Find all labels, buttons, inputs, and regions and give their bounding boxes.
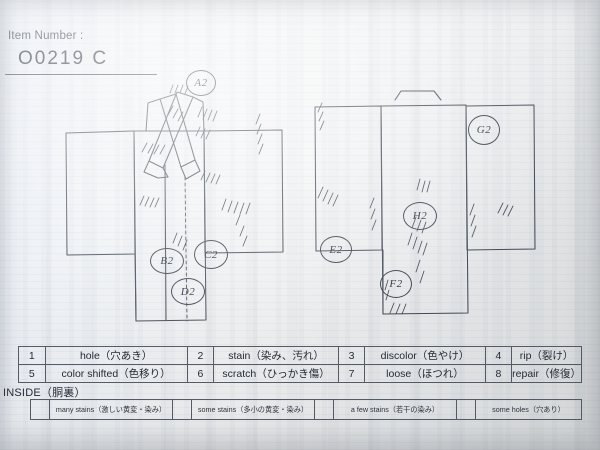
marker-e2-label: E2 [329,243,343,256]
legend-num-3: 3 [337,346,366,365]
legend-num-7: 7 [337,364,366,383]
marker-h2: H2 [403,202,437,230]
marker-f2: F2 [380,270,412,298]
inside-checkbox-2[interactable] [172,399,192,420]
legend-text-3: discolor（色やけ） [364,346,486,365]
legend-num-1: 1 [18,346,46,365]
marker-d2-label: D2 [180,285,196,298]
item-number-underline [5,74,157,76]
table-row: many stains（激しい黄変・染み） some stains（多小の黄変・… [30,399,582,420]
legend-num-6: 6 [186,364,215,383]
legend-num-8: 8 [484,364,513,383]
marker-d2: D2 [171,278,205,305]
legend-text-8: repair（修復） [511,364,582,383]
marker-g2-label: G2 [476,124,492,136]
legend-num-5: 5 [18,364,46,383]
inside-condition-table: many stains（激しい黄変・染み） some stains（多小の黄変・… [30,399,582,420]
marker-g2: G2 [468,115,500,145]
marker-a2: A2 [186,70,216,96]
marker-b2: B2 [150,248,184,274]
legend-num-2: 2 [186,346,215,365]
legend-text-1: hole（穴あき） [44,346,188,365]
damage-code-legend-table: 1 hole（穴あき） 2 stain（染み、汚れ） 3 discolor（色や… [18,346,582,383]
legend-text-4: rip（裂け） [511,346,582,365]
marker-b2-label: B2 [160,255,174,267]
legend-text-7: loose（ほつれ） [364,364,486,383]
marker-f2-label: F2 [389,278,403,290]
table-row: 1 hole（穴あき） 2 stain（染み、汚れ） 3 discolor（色や… [18,346,582,365]
item-number-value: O0219 C [18,48,109,69]
marker-h2-label: H2 [412,210,428,222]
inside-text-1: many stains（激しい黄変・染み） [49,399,173,420]
legend-text-6: scratch（ひっかき傷） [213,364,339,383]
legend-text-2: stain（染み、汚れ） [213,346,339,365]
inside-text-3: a few stains（若干の染み） [333,399,457,420]
table-row: 5 color shifted（色移り） 6 scratch（ひっかき傷） 7 … [18,364,582,383]
inside-text-2: some stains（多小の黄変・染み） [191,399,315,420]
inside-checkbox-4[interactable] [456,399,476,420]
legend-num-4: 4 [484,346,513,365]
legend-text-5: color shifted（色移り） [44,364,188,383]
marker-a2-label: A2 [194,77,208,89]
inside-checkbox-3[interactable] [314,399,334,420]
marker-c2: C2 [194,240,228,269]
marker-e2: E2 [320,236,352,263]
item-number-label: Item Number : [8,30,84,42]
marker-c2-label: C2 [204,248,218,261]
inside-text-4: some holes（穴あり） [475,399,582,420]
inside-checkbox-1[interactable] [30,399,50,420]
inside-section-label: INSIDE（胴裏） [3,387,86,399]
